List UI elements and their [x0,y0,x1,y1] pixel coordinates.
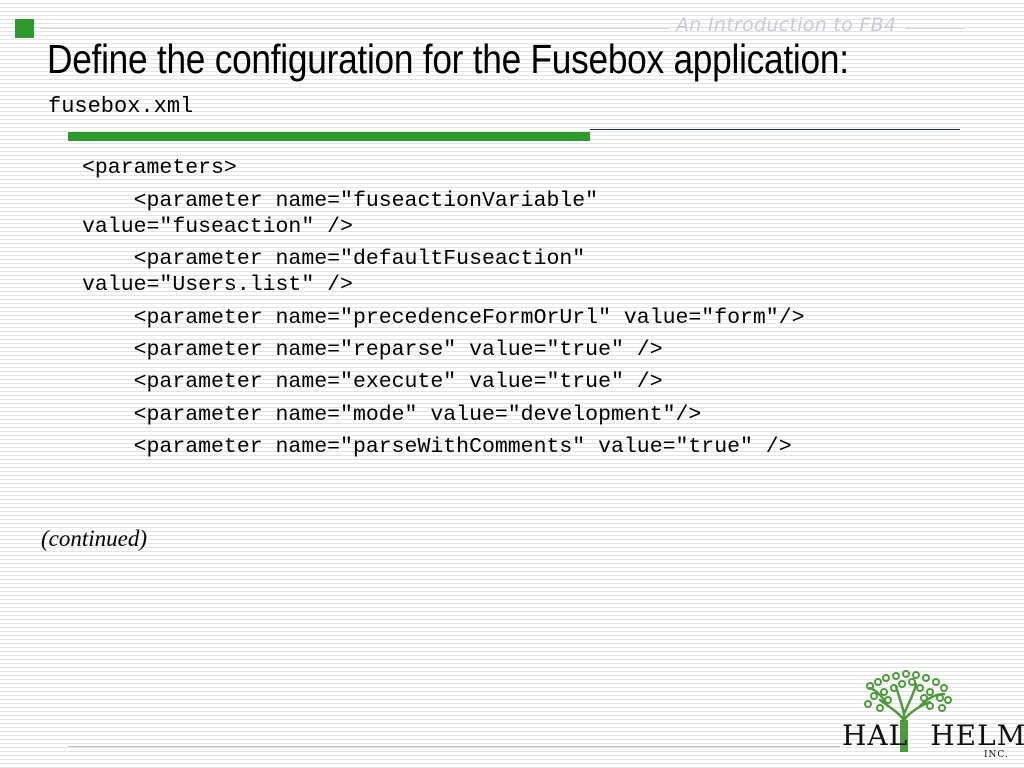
code-line: value="Users.list" /> [82,273,353,297]
code-line: <parameter name="execute" value="true" /… [82,370,663,394]
title-underline-rule [590,129,960,130]
slide-title: Define the configuration for the Fusebox… [47,36,849,82]
footer-rule [68,746,840,747]
code-line: <parameter name="mode" value="developmen… [82,403,702,427]
code-block: <parameters> <parameter name="fuseaction… [82,156,805,459]
continued-note: (continued) [41,526,148,551]
code-line: value="fuseaction" /> [82,215,353,239]
code-line: <parameter name="precedenceFormOrUrl" va… [82,306,805,330]
code-line: <parameters> [82,156,237,180]
code-line: <parameter name="parseWithComments" valu… [82,435,792,459]
logo-wordmark: HAL HELMS [842,719,1024,752]
header-rule-right [905,28,965,29]
title-underline-bar [68,132,590,141]
tree-logo-icon [864,670,952,752]
logo-name-left: HAL [842,719,909,752]
corner-square-bullet [15,19,34,38]
header-text: An Introduction to FB4 [676,14,897,36]
logo-name-right: HELMS [930,719,1024,752]
slide-subtitle: fusebox.xml [48,94,194,119]
logo-suffix: INC. [984,750,1009,760]
header-rule [40,28,670,29]
code-line: <parameter name="fuseactionVariable" [82,189,599,213]
code-line: <parameter name="reparse" value="true" /… [82,338,663,362]
code-line: <parameter name="defaultFuseaction" [82,247,586,271]
